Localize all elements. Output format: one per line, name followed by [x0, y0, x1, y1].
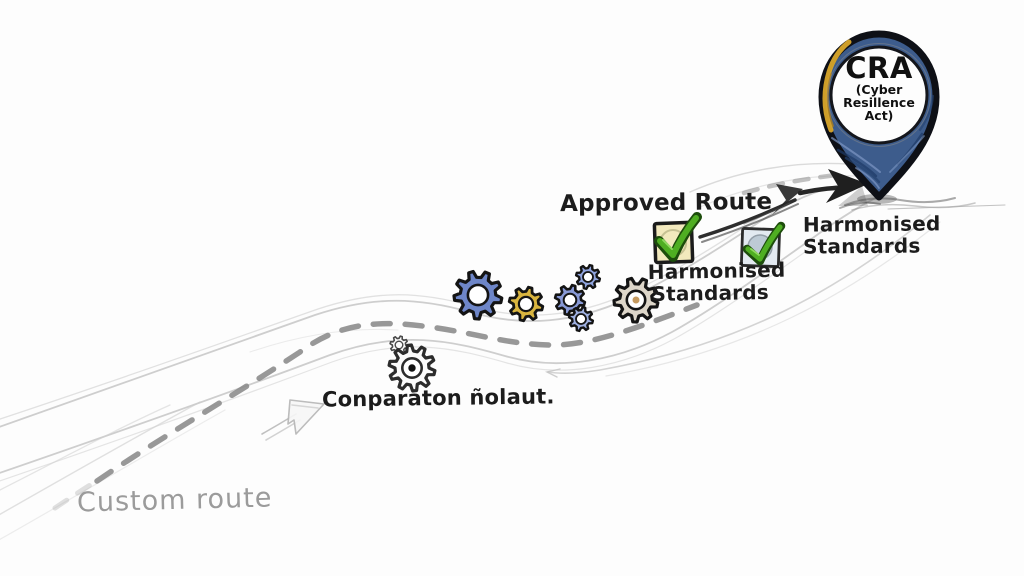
gear-blue-large-icon [452, 269, 504, 321]
cra-pin-subtitle-3: Act) [864, 108, 894, 123]
custom-route-dashed-line [52, 172, 839, 511]
cra-pin-title: CRA [845, 51, 913, 85]
custom-route-label: Custom route [76, 482, 273, 519]
gear-blue-top-icon [574, 263, 602, 291]
harmonised-mid-line2: Standards [651, 279, 770, 306]
cra-pin-text: CRA (Cyber Resillence Act) [827, 51, 931, 123]
custom-route-arrow [261, 399, 325, 441]
gear-gold-icon [507, 285, 545, 323]
approved-route-label: Approved Route [559, 188, 773, 218]
pin-ground-scribble [838, 186, 1006, 211]
checkmark-top [742, 221, 786, 266]
checkmark-mid [654, 212, 702, 262]
harmonised-standards-top-label: Harmonised Standards [802, 211, 941, 259]
custom-route-path [94, 302, 700, 484]
harmonised-top-line2: Standards [802, 233, 921, 259]
process-note-label: Conparaton ñolaut. [321, 384, 555, 412]
gear-blue-low-icon [567, 305, 595, 333]
cra-pin-subtitle-1: (Cyber [855, 82, 903, 97]
gear-gray-icon [612, 276, 660, 324]
pin-accent-stripe [822, 39, 852, 133]
pin-hatch-shading [831, 94, 935, 189]
gear-sketch-icon [387, 343, 437, 393]
custom-route-path-upper [741, 172, 839, 196]
cra-pin-subtitle-2: Resillence [843, 95, 915, 110]
cra-map-pin [818, 30, 940, 201]
approved-route-arrow [698, 169, 868, 243]
gears-cluster [387, 263, 660, 393]
pin-inner-circle [829, 45, 929, 145]
road-pencil-edges [0, 162, 941, 541]
harmonised-standards-mid-label: Harmonised Standards [648, 258, 786, 306]
